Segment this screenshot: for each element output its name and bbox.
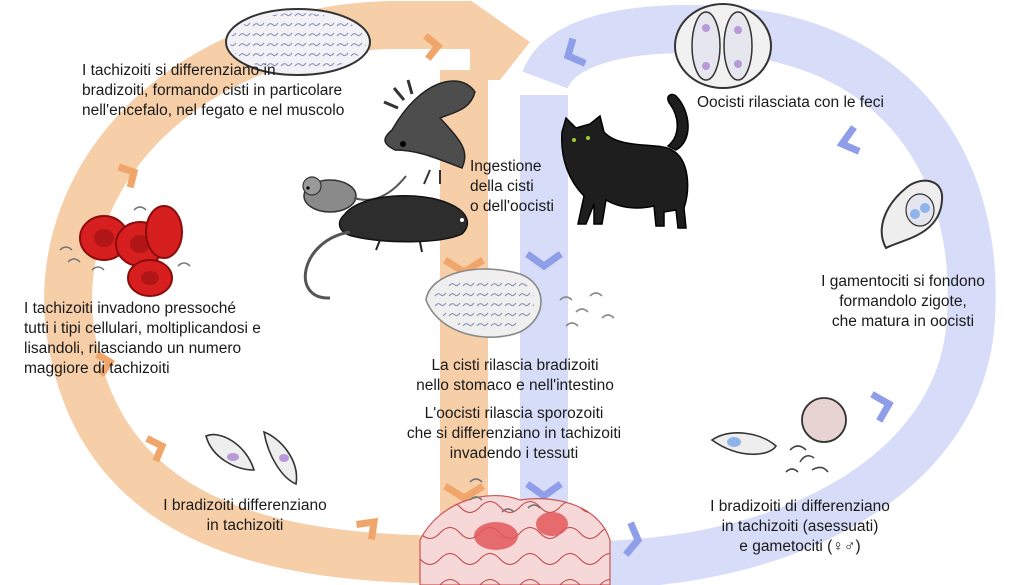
- blue-chevrons: [525, 37, 927, 557]
- label-bradyzoites-to-tachyzoites: I bradizoiti differenziano in tachizoiti: [163, 497, 327, 534]
- label-ingestion: Ingestione della cisti o dell'oocisti: [470, 158, 554, 215]
- gametocyte-icon: [710, 397, 847, 473]
- intestinal-tissue-icon: [419, 478, 611, 585]
- label-tachyzoites-invade-cells: I tachizoiti invadono pressoché tutti i …: [24, 300, 261, 377]
- cat-icon: [561, 93, 689, 229]
- mouse-icon: [302, 175, 407, 213]
- tissue-cyst-icon: [225, 8, 371, 76]
- bird-icon: [383, 79, 476, 185]
- label-cyst-releases-bradyzoites: La cisti rilascia bradizoiti nello stoma…: [416, 357, 614, 394]
- red-blood-cells-icon: [59, 205, 191, 297]
- rat-icon: [303, 195, 469, 300]
- zygote-icon: [880, 179, 944, 250]
- label-bradyzoites-differentiate: I bradizoiti di differenziano in tachizo…: [710, 498, 890, 555]
- released-cyst-icon: [425, 268, 615, 338]
- label-oocyst-releases-sporozoites: L'oocisti rilascia sporozoiti che si dif…: [406, 405, 622, 462]
- tachyzoite-icon: [205, 430, 298, 486]
- oocyst-icon: [674, 3, 772, 89]
- label-tachyzoites-to-bradyzoites: I tachizoiti si differenziano in bradizo…: [82, 62, 345, 119]
- label-gametocytes-fuse: I gamentociti si fondono formandolo zigo…: [821, 273, 985, 330]
- label-oocyst-released-in-feces: Oocisti rilasciata con le feci: [697, 94, 884, 111]
- definitive-host-loop: [520, 5, 996, 585]
